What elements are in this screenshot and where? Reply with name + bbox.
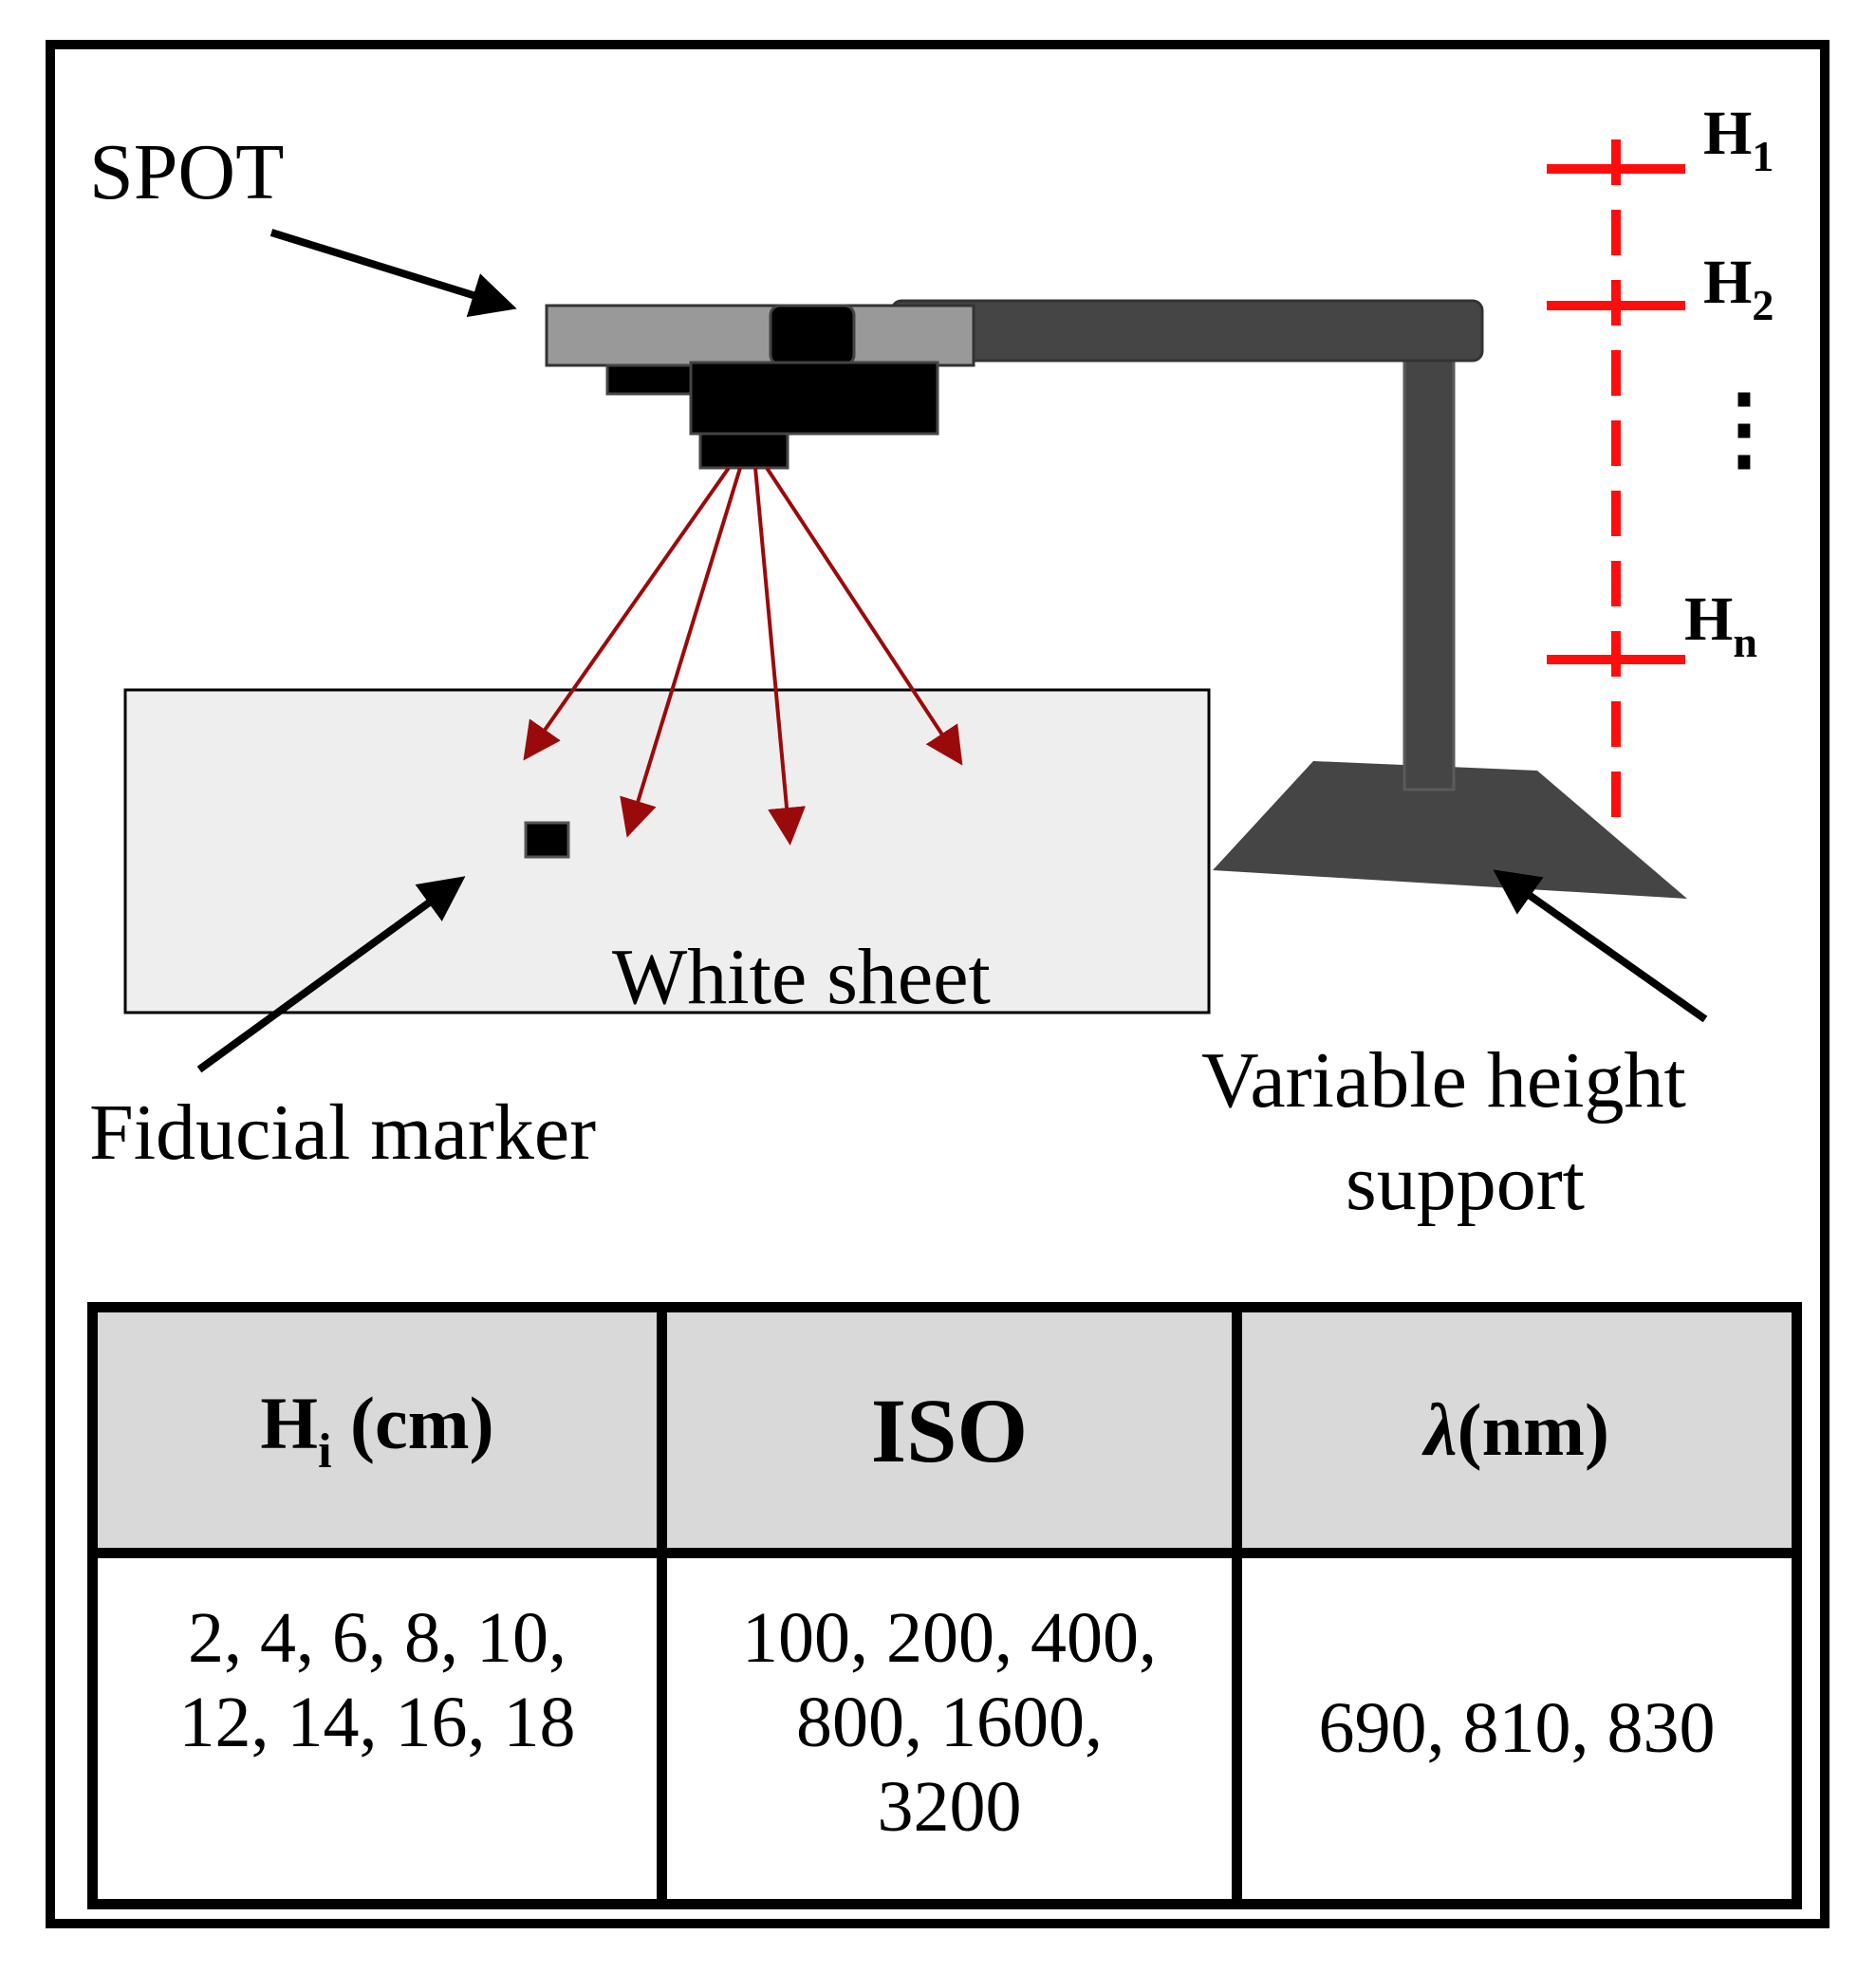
camera-knob (769, 304, 856, 366)
support-base (1213, 761, 1687, 899)
laser-ray (765, 466, 963, 766)
header-iso: ISO (657, 1302, 1242, 1558)
cell-iso-values: 100, 200, 400, 800, 1600, 3200 (657, 1548, 1242, 1909)
support-arm (890, 299, 1484, 363)
support-pointer-arrow (1493, 869, 1708, 1023)
camera-body (689, 361, 939, 436)
header-height: Hi (cm) (87, 1302, 667, 1558)
spot-pointer-arrow (269, 229, 517, 318)
height-label-h2: H2 (1703, 248, 1774, 329)
cell-heights: 2, 4, 6, 8, 10, 12, 14, 16, 18 (87, 1548, 667, 1909)
support-label-line2: support (1346, 1139, 1585, 1227)
spot-label: SPOT (89, 128, 285, 216)
height-label-h1: H1 (1703, 99, 1774, 180)
white-sheet (123, 688, 1211, 1014)
header-wavelength: λ(nm) (1232, 1302, 1802, 1558)
table-header-row: Hi (cm) ISO λ(nm) (87, 1302, 1802, 1558)
fiducial-marker-square (524, 821, 570, 859)
height-ellipsis: ⋮ (1699, 378, 1790, 479)
camera-lens (698, 432, 789, 470)
height-label-hn: Hn (1684, 585, 1757, 666)
laser-ray (753, 467, 806, 846)
cell-wavelengths: 690, 810, 830 (1232, 1548, 1802, 1909)
support-label-line1: Variable height (1201, 1036, 1686, 1125)
camera-plate (545, 304, 975, 367)
laser-ray (620, 467, 742, 838)
fiducial-marker-label: Fiducial marker (89, 1088, 597, 1177)
fiducial-pointer-arrow (196, 876, 466, 1073)
camera-side-block (605, 363, 699, 396)
support-column (1402, 318, 1456, 791)
laser-ray (523, 466, 731, 761)
parameters-table: Hi (cm) ISO λ(nm) 2, 4, 6, 8, 10, 12, 14… (87, 1302, 1802, 1909)
white-sheet-label: White sheet (612, 933, 991, 1021)
table-row: 2, 4, 6, 8, 10, 12, 14, 16, 18 100, 200,… (87, 1548, 1802, 1909)
